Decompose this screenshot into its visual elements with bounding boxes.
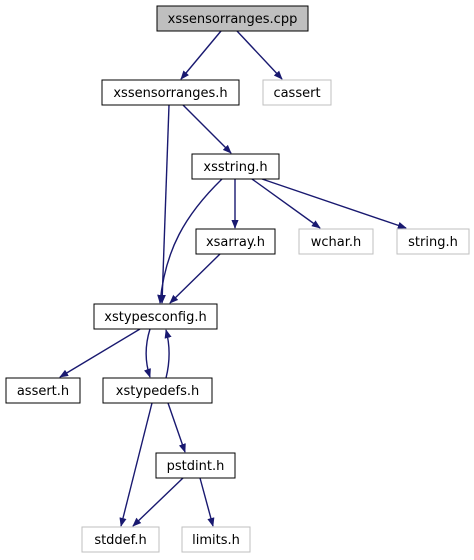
node-xsarray-h[interactable]: xsarray.h xyxy=(195,228,276,255)
edge-xstypedefs-h-to-stddef-h xyxy=(119,402,153,527)
node-box xyxy=(181,526,251,553)
node-box xyxy=(5,377,81,404)
edge-xssensorranges-h-to-xsstring-h xyxy=(182,104,232,154)
node-label: xstypesconfig.h xyxy=(104,310,206,325)
node-label: stddef.h xyxy=(94,533,146,548)
node-xssensorranges-h[interactable]: xssensorranges.h xyxy=(101,79,240,106)
edge-xsstring-h-to-string-h xyxy=(261,178,407,229)
node-box xyxy=(81,526,160,553)
edges-layer xyxy=(59,30,407,527)
edge-xsarray-h-to-xstypesconfig-h xyxy=(169,253,221,304)
node-label: assert.h xyxy=(17,384,69,399)
node-label: wchar.h xyxy=(311,235,362,250)
node-label: xsarray.h xyxy=(206,235,265,250)
node-label: pstdint.h xyxy=(167,459,225,474)
node-box xyxy=(195,228,276,255)
node-box xyxy=(298,228,374,255)
node-xsstring-h[interactable]: xsstring.h xyxy=(191,153,280,180)
node-label: xssensorranges.cpp xyxy=(168,12,298,27)
node-label: cassert xyxy=(273,86,320,101)
edge-xsstring-h-to-wchar-h xyxy=(251,178,321,229)
node-assert-h[interactable]: assert.h xyxy=(5,377,81,404)
node-box xyxy=(93,303,218,330)
edge-xssensorranges-cpp-to-xssensorranges-h xyxy=(180,30,222,80)
node-xstypesconfig-h[interactable]: xstypesconfig.h xyxy=(93,303,218,330)
node-pstdint-h[interactable]: pstdint.h xyxy=(155,452,236,479)
node-label: xssensorranges.h xyxy=(113,86,227,101)
node-xstypedefs-h[interactable]: xstypedefs.h xyxy=(102,377,213,404)
nodes-layer: xssensorranges.cpp xssensorranges.h casser… xyxy=(5,5,470,553)
node-wchar-h: wchar.h xyxy=(298,228,374,255)
node-label: xsstring.h xyxy=(203,160,267,175)
node-label: limits.h xyxy=(192,533,240,548)
node-box xyxy=(102,377,213,404)
node-label: string.h xyxy=(408,235,458,250)
edge-xstypesconfig-h-to-assert-h xyxy=(59,328,141,378)
edge-xstypedefs-h-to-pstdint-h xyxy=(167,402,186,453)
node-box xyxy=(191,153,280,180)
edge-xssensorranges-cpp-to-cassert xyxy=(236,30,283,80)
edge-xstypedefs-h-to-xstypesconfig-h xyxy=(164,329,172,379)
edge-xsstring-h-to-xstypesconfig-h xyxy=(157,178,223,304)
edge-xssensorranges-h-to-xstypesconfig-h xyxy=(158,104,170,304)
node-box xyxy=(101,79,240,106)
node-box xyxy=(396,228,470,255)
node-stddef-h: stddef.h xyxy=(81,526,160,553)
node-box xyxy=(155,452,236,479)
edge-pstdint-h-to-stddef-h xyxy=(132,477,184,527)
node-xssensorranges-cpp[interactable]: xssensorranges.cpp xyxy=(156,5,309,32)
edge-xstypesconfig-h-to-xstypedefs-h xyxy=(144,328,151,378)
node-string-h: string.h xyxy=(396,228,470,255)
edge-pstdint-h-to-limits-h xyxy=(199,477,215,527)
node-limits-h: limits.h xyxy=(181,526,251,553)
node-box xyxy=(156,5,309,32)
node-cassert: cassert xyxy=(262,79,332,106)
node-box xyxy=(262,79,332,106)
node-label: xstypedefs.h xyxy=(116,384,199,399)
